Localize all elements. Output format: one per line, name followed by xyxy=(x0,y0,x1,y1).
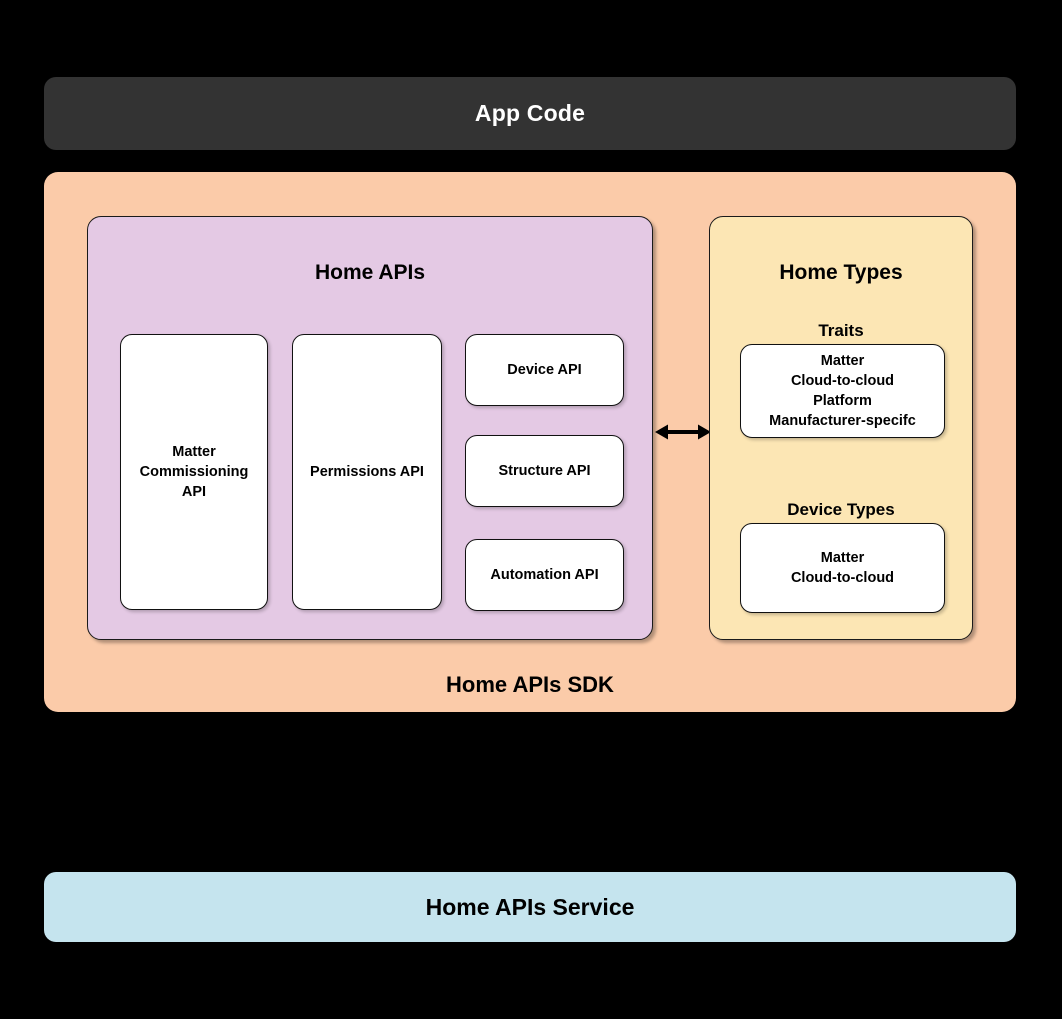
bidirectional-arrow-icon xyxy=(655,424,711,440)
device-types-heading: Device Types xyxy=(787,500,895,519)
home-apis-sdk-label: Home APIs SDK xyxy=(446,672,614,697)
card-device-types: Matter Cloud-to-cloud xyxy=(740,523,945,613)
home-apis-service-block: Home APIs Service xyxy=(44,872,1016,942)
card-traits: Matter Cloud-to-cloud Platform Manufactu… xyxy=(740,344,945,438)
card-permissions-api: Permissions API xyxy=(292,334,442,610)
card-traits-label: Matter Cloud-to-cloud Platform Manufactu… xyxy=(769,353,916,429)
card-matter-commissioning-api-label: Matter Commissioning API xyxy=(139,444,249,500)
card-automation-api-label: Automation API xyxy=(490,567,599,583)
card-device-api-label: Device API xyxy=(507,362,582,378)
home-apis-sdk-container: Home APIs Matter Commissioning API Permi… xyxy=(44,172,1016,712)
card-structure-api-label: Structure API xyxy=(498,463,591,479)
card-structure-api: Structure API xyxy=(465,435,624,507)
card-permissions-api-label: Permissions API xyxy=(310,464,424,480)
card-device-types-label: Matter Cloud-to-cloud xyxy=(790,550,895,586)
home-apis-panel: Home APIs Matter Commissioning API Permi… xyxy=(87,216,653,640)
app-code-label: App Code xyxy=(474,100,586,126)
home-apis-title: Home APIs xyxy=(314,261,426,284)
home-apis-service-label: Home APIs Service xyxy=(425,893,635,920)
home-types-panel: Home Types Traits Matter Cloud-to-cloud … xyxy=(709,216,973,640)
card-automation-api: Automation API xyxy=(465,539,624,611)
home-types-title: Home Types xyxy=(779,261,903,284)
card-matter-commissioning-api: Matter Commissioning API xyxy=(120,334,268,610)
card-device-api: Device API xyxy=(465,334,624,406)
traits-heading: Traits xyxy=(818,321,864,340)
app-code-block: App Code xyxy=(44,77,1016,150)
